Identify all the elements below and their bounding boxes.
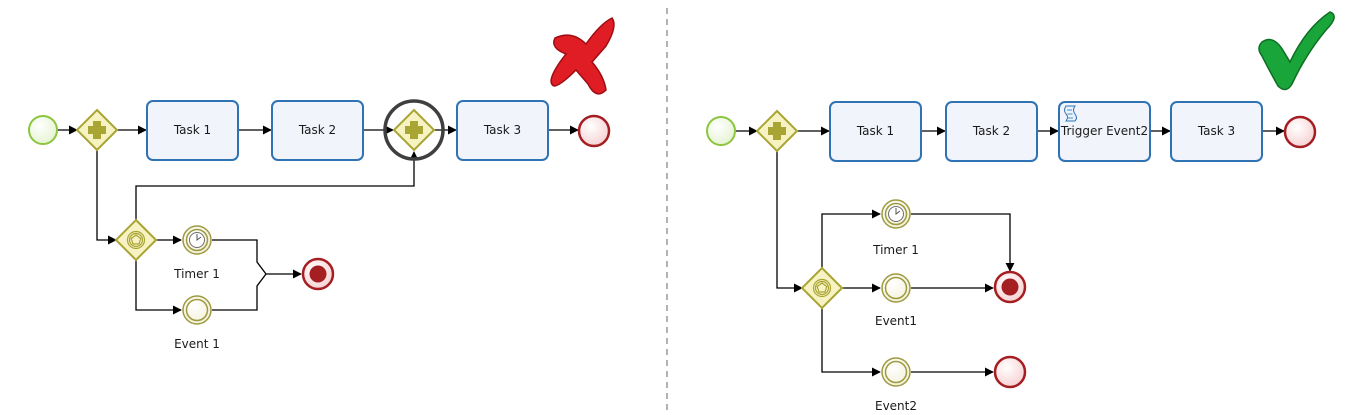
task-3-label: Task 3 — [1197, 124, 1235, 138]
event2-label: Event2 — [875, 399, 917, 413]
task-1-label: Task 1 — [856, 124, 894, 138]
start-event[interactable] — [706, 116, 736, 146]
task-1[interactable]: Task 1 — [829, 101, 922, 162]
event-based-gateway[interactable] — [114, 218, 158, 262]
task-3-label: Task 3 — [483, 123, 521, 137]
parallel-gateway[interactable] — [75, 108, 119, 152]
script-icon — [1064, 105, 1077, 122]
timer-1-label: Timer 1 — [173, 267, 220, 281]
event1-label: Event1 — [875, 314, 917, 328]
event-based-gateway[interactable] — [800, 266, 844, 310]
parallel-gateway[interactable] — [755, 109, 799, 153]
highlighted-parallel-gateway[interactable] — [383, 99, 445, 161]
end-event-2[interactable] — [993, 355, 1027, 389]
terminate-end-event[interactable] — [993, 270, 1027, 304]
highlight-ring — [383, 99, 445, 161]
timer-1-label: Timer 1 — [872, 243, 919, 257]
task-2-label: Task 2 — [972, 124, 1010, 138]
task-3[interactable]: Task 3 — [1170, 101, 1263, 162]
end-event[interactable] — [577, 114, 611, 148]
task-1[interactable]: Task 1 — [146, 100, 239, 161]
intermediate-event[interactable] — [182, 295, 212, 325]
task-2-label: Task 2 — [298, 123, 336, 137]
left-diagram: Task 1 Task 2 Task 3 — [28, 17, 615, 351]
timer-event[interactable] — [182, 225, 212, 255]
task-1-label: Task 1 — [173, 123, 211, 137]
intermediate-event-1[interactable] — [881, 273, 911, 303]
trigger-event2-label: Trigger Event2 — [1060, 124, 1148, 138]
right-diagram: Task 1 Task 2 Trigger Event2 Task 3 — [706, 11, 1335, 413]
start-event[interactable] — [28, 115, 58, 145]
intermediate-event-2[interactable] — [881, 357, 911, 387]
task-2[interactable]: Task 2 — [945, 101, 1038, 162]
task-3[interactable]: Task 3 — [456, 100, 549, 161]
red-cross-icon — [550, 17, 615, 95]
end-event[interactable] — [1283, 115, 1317, 149]
timer-event[interactable] — [881, 199, 911, 229]
green-checkmark-icon — [1258, 11, 1335, 91]
terminate-end-event[interactable] — [301, 257, 335, 291]
event-1-label: Event 1 — [174, 337, 220, 351]
task-trigger-event2[interactable]: Trigger Event2 — [1058, 101, 1151, 162]
task-2[interactable]: Task 2 — [271, 100, 364, 161]
